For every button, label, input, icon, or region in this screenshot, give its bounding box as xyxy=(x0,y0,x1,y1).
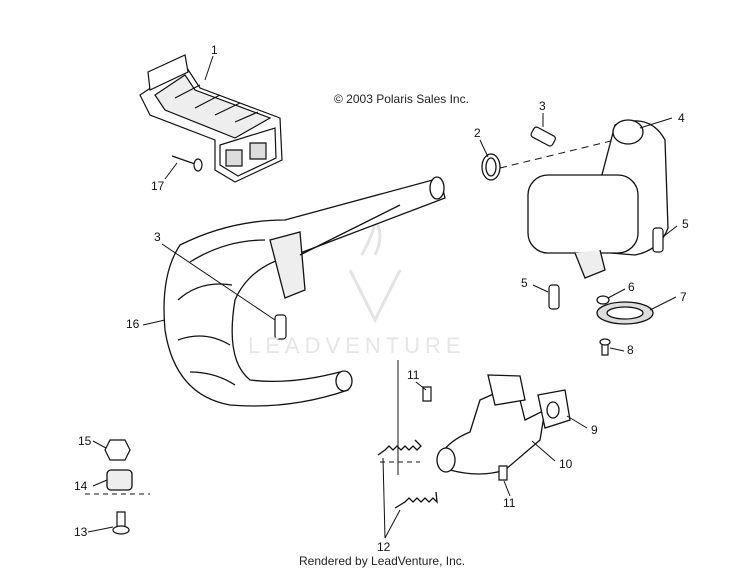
part-9-gasket xyxy=(538,390,570,428)
callout-16: 16 xyxy=(126,317,140,331)
part-5-spring-pin-right xyxy=(653,228,663,252)
part-16-exhaust-pipe xyxy=(164,177,445,406)
callout-7: 7 xyxy=(680,290,687,304)
callout-6: 6 xyxy=(628,280,635,294)
part-10-exhaust-manifold xyxy=(437,375,545,474)
alignment-lines xyxy=(85,461,420,495)
callout-10: 10 xyxy=(559,457,573,471)
part-4-muffler xyxy=(528,120,668,278)
part-11-stud-lower xyxy=(499,466,507,480)
callout-3-right: 3 xyxy=(539,99,546,113)
callout-15: 15 xyxy=(78,434,92,448)
callout-1: 1 xyxy=(211,43,218,57)
part-15-nut xyxy=(105,440,130,460)
part-6-washer xyxy=(597,296,609,304)
callout-17: 17 xyxy=(151,179,165,193)
part-12-springs xyxy=(378,440,437,508)
callout-4: 4 xyxy=(678,111,685,125)
callout-12: 12 xyxy=(377,540,391,554)
copyright-text: © 2003 Polaris Sales Inc. xyxy=(334,92,469,106)
leader-lines xyxy=(87,55,678,539)
callout-11-upper: 11 xyxy=(407,368,420,382)
part-14-rubber-bushing xyxy=(107,470,132,490)
part-5-spring-pin-left xyxy=(549,285,559,309)
footer-credit: Rendered by LeadVenture, Inc. xyxy=(299,554,466,568)
part-17-bolt xyxy=(172,156,202,171)
callout-9: 9 xyxy=(591,423,598,437)
part-7-grommet xyxy=(597,302,653,324)
callout-11-lower: 11 xyxy=(503,496,516,510)
watermark-text: LEADVENTURE xyxy=(248,333,466,358)
callout-14: 14 xyxy=(74,479,88,493)
callout-5-right: 5 xyxy=(682,217,689,231)
part-1-mounting-bracket xyxy=(140,55,282,182)
callout-13: 13 xyxy=(74,525,88,539)
part-11-stud-upper xyxy=(423,387,431,401)
part-2-seal-ring xyxy=(482,154,500,180)
callout-5-left: 5 xyxy=(521,276,528,290)
leadventure-logo-watermark xyxy=(348,215,402,324)
callout-3-left: 3 xyxy=(154,230,161,244)
part-13-bolt xyxy=(113,512,129,534)
callout-8: 8 xyxy=(627,343,634,357)
part-8-bolt xyxy=(600,339,610,355)
part-3-spring-pin-right xyxy=(530,126,556,147)
part-3-spring-pin-left xyxy=(275,315,286,339)
callout-2: 2 xyxy=(474,126,481,140)
